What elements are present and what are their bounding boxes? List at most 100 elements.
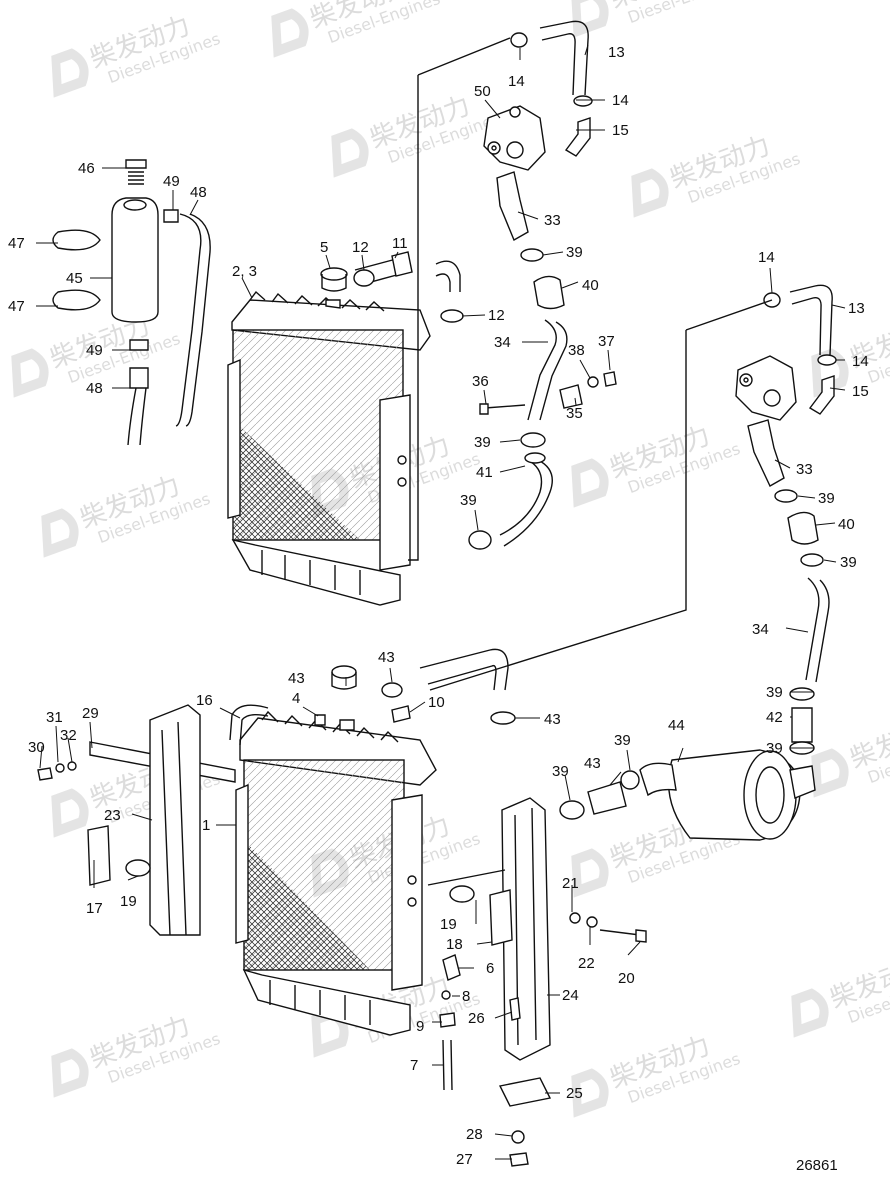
callout-45: 45 <box>66 270 83 287</box>
watermark-sub: Diesel-Engines <box>625 0 743 27</box>
upper-hoses <box>320 20 617 561</box>
callout-34-a: 34 <box>494 334 511 351</box>
callout-39-b: 39 <box>474 434 491 451</box>
brackets <box>37 704 647 1167</box>
callout-39-a: 39 <box>566 244 583 261</box>
callout-8: 8 <box>462 988 470 1005</box>
watermark-logo <box>791 988 829 1038</box>
watermark-logo <box>571 848 609 898</box>
callout-36: 36 <box>472 373 489 390</box>
callout-42: 42 <box>766 709 783 726</box>
watermark-logo <box>631 168 669 218</box>
callout-17: 17 <box>86 900 103 917</box>
callout-6: 6 <box>486 960 494 977</box>
watermark-logo <box>811 748 849 798</box>
callout-33-b: 33 <box>796 461 813 478</box>
callout-14-d: 14 <box>852 353 869 370</box>
callout-12-a: 12 <box>352 239 369 256</box>
callout-44: 44 <box>668 717 685 734</box>
callout-26: 26 <box>468 1010 485 1027</box>
callout-39-i: 39 <box>552 763 569 780</box>
callout-43-c: 43 <box>544 711 561 728</box>
watermark-logo <box>331 128 369 178</box>
callout-16: 16 <box>196 692 213 709</box>
watermark-logo <box>571 0 609 38</box>
leader-lines <box>36 44 846 1160</box>
callout-27: 27 <box>456 1151 473 1168</box>
callout-2-3: 2, 3 <box>232 263 257 280</box>
callout-18: 18 <box>446 936 463 953</box>
callout-labels: 13 14 14 15 50 46 49 48 47 45 47 49 48 2… <box>8 44 869 1174</box>
callout-4: 4 <box>292 690 300 707</box>
callout-23: 23 <box>104 807 121 824</box>
watermark-logo <box>571 1068 609 1118</box>
callout-24: 24 <box>562 987 579 1004</box>
callout-15-a: 15 <box>612 122 629 139</box>
callout-10: 10 <box>428 694 445 711</box>
callout-39-d: 39 <box>818 490 835 507</box>
watermark-logo <box>51 1048 89 1098</box>
callout-30: 30 <box>28 739 45 756</box>
callout-5: 5 <box>320 239 328 256</box>
callout-39-h: 39 <box>614 732 631 749</box>
callout-13-a: 13 <box>608 44 625 61</box>
callout-34-b: 34 <box>752 621 769 638</box>
callout-40-b: 40 <box>838 516 855 533</box>
watermark-logo <box>11 348 49 398</box>
watermark-logo <box>51 48 89 98</box>
lower-radiator <box>235 710 437 1036</box>
callout-41: 41 <box>476 464 493 481</box>
callout-1: 1 <box>202 817 210 834</box>
callout-7: 7 <box>410 1057 418 1074</box>
callout-43-b: 43 <box>288 670 305 687</box>
callout-38: 38 <box>568 342 585 359</box>
callout-33-a: 33 <box>544 212 561 229</box>
expansion-tank <box>52 159 211 446</box>
callout-22: 22 <box>578 955 595 972</box>
callout-49-a: 49 <box>163 173 180 190</box>
callout-39-f: 39 <box>766 684 783 701</box>
callout-19-a: 19 <box>120 893 137 910</box>
callout-12-b: 12 <box>488 307 505 324</box>
callout-19-b: 19 <box>440 916 457 933</box>
callout-47-b: 47 <box>8 298 25 315</box>
lower-hoses <box>229 648 816 841</box>
callout-50: 50 <box>474 83 491 100</box>
callout-29: 29 <box>82 705 99 722</box>
callout-39-g: 39 <box>766 740 783 757</box>
callout-47-a: 47 <box>8 235 25 252</box>
callout-31: 31 <box>46 709 63 726</box>
callout-14-a: 14 <box>508 73 525 90</box>
watermark-logo <box>571 458 609 508</box>
callout-46: 46 <box>78 160 95 177</box>
watermark-logo <box>51 788 89 838</box>
callout-11: 11 <box>392 235 408 252</box>
callout-20: 20 <box>618 970 635 987</box>
callout-35: 35 <box>566 405 583 422</box>
callout-9: 9 <box>416 1018 424 1035</box>
callout-40-a: 40 <box>582 277 599 294</box>
callout-14-b: 14 <box>612 92 629 109</box>
callout-21: 21 <box>562 875 579 892</box>
drawing-number: 26861 <box>796 1157 838 1174</box>
callout-32: 32 <box>60 727 77 744</box>
upper-radiator <box>227 290 431 606</box>
callout-15-b: 15 <box>852 383 869 400</box>
callout-48-b: 48 <box>86 380 103 397</box>
callout-43-d: 43 <box>584 755 601 772</box>
callout-25: 25 <box>566 1085 583 1102</box>
callout-39-c: 39 <box>460 492 477 509</box>
callout-13-b: 13 <box>848 300 865 317</box>
watermark-logo <box>271 8 309 58</box>
